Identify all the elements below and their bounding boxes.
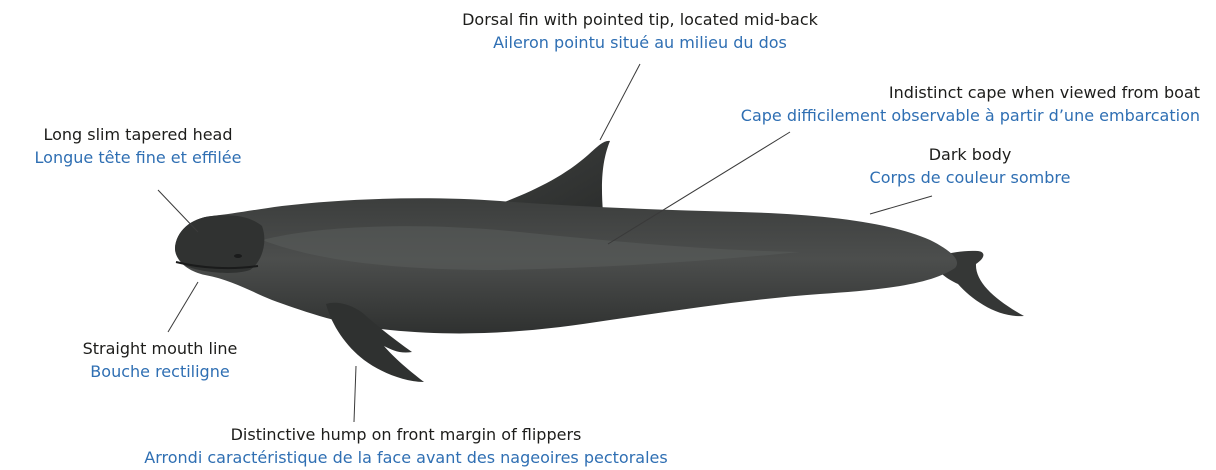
leader-body xyxy=(870,196,932,214)
label-flipper: Distinctive hump on front margin of flip… xyxy=(106,423,706,469)
leader-head xyxy=(158,190,198,232)
label-flipper-en: Distinctive hump on front margin of flip… xyxy=(106,423,706,446)
dorsal-fin xyxy=(488,141,610,212)
label-dorsal-fin: Dorsal fin with pointed tip, located mid… xyxy=(390,8,890,54)
label-head-fr: Longue tête fine et effilée xyxy=(6,146,270,169)
label-head-en: Long slim tapered head xyxy=(6,123,270,146)
label-body-fr: Corps de couleur sombre xyxy=(830,166,1110,189)
label-dorsal-fin-fr: Aileron pointu situé au milieu du dos xyxy=(390,31,890,54)
label-cape: Indistinct cape when viewed from boat Ca… xyxy=(606,81,1200,127)
whale-eye xyxy=(234,254,242,258)
label-head: Long slim tapered head Longue tête fine … xyxy=(6,123,270,169)
label-mouth-en: Straight mouth line xyxy=(40,337,280,360)
label-cape-en: Indistinct cape when viewed from boat xyxy=(606,81,1200,104)
label-mouth-fr: Bouche rectiligne xyxy=(40,360,280,383)
label-flipper-fr: Arrondi caractéristique de la face avant… xyxy=(106,446,706,469)
leader-mouth xyxy=(168,282,198,332)
label-cape-fr: Cape difficilement observable à partir d… xyxy=(606,104,1200,127)
leader-flipper xyxy=(354,366,356,422)
label-body-en: Dark body xyxy=(830,143,1110,166)
label-mouth: Straight mouth line Bouche rectiligne xyxy=(40,337,280,383)
label-dorsal-fin-en: Dorsal fin with pointed tip, located mid… xyxy=(390,8,890,31)
label-body: Dark body Corps de couleur sombre xyxy=(830,143,1110,189)
